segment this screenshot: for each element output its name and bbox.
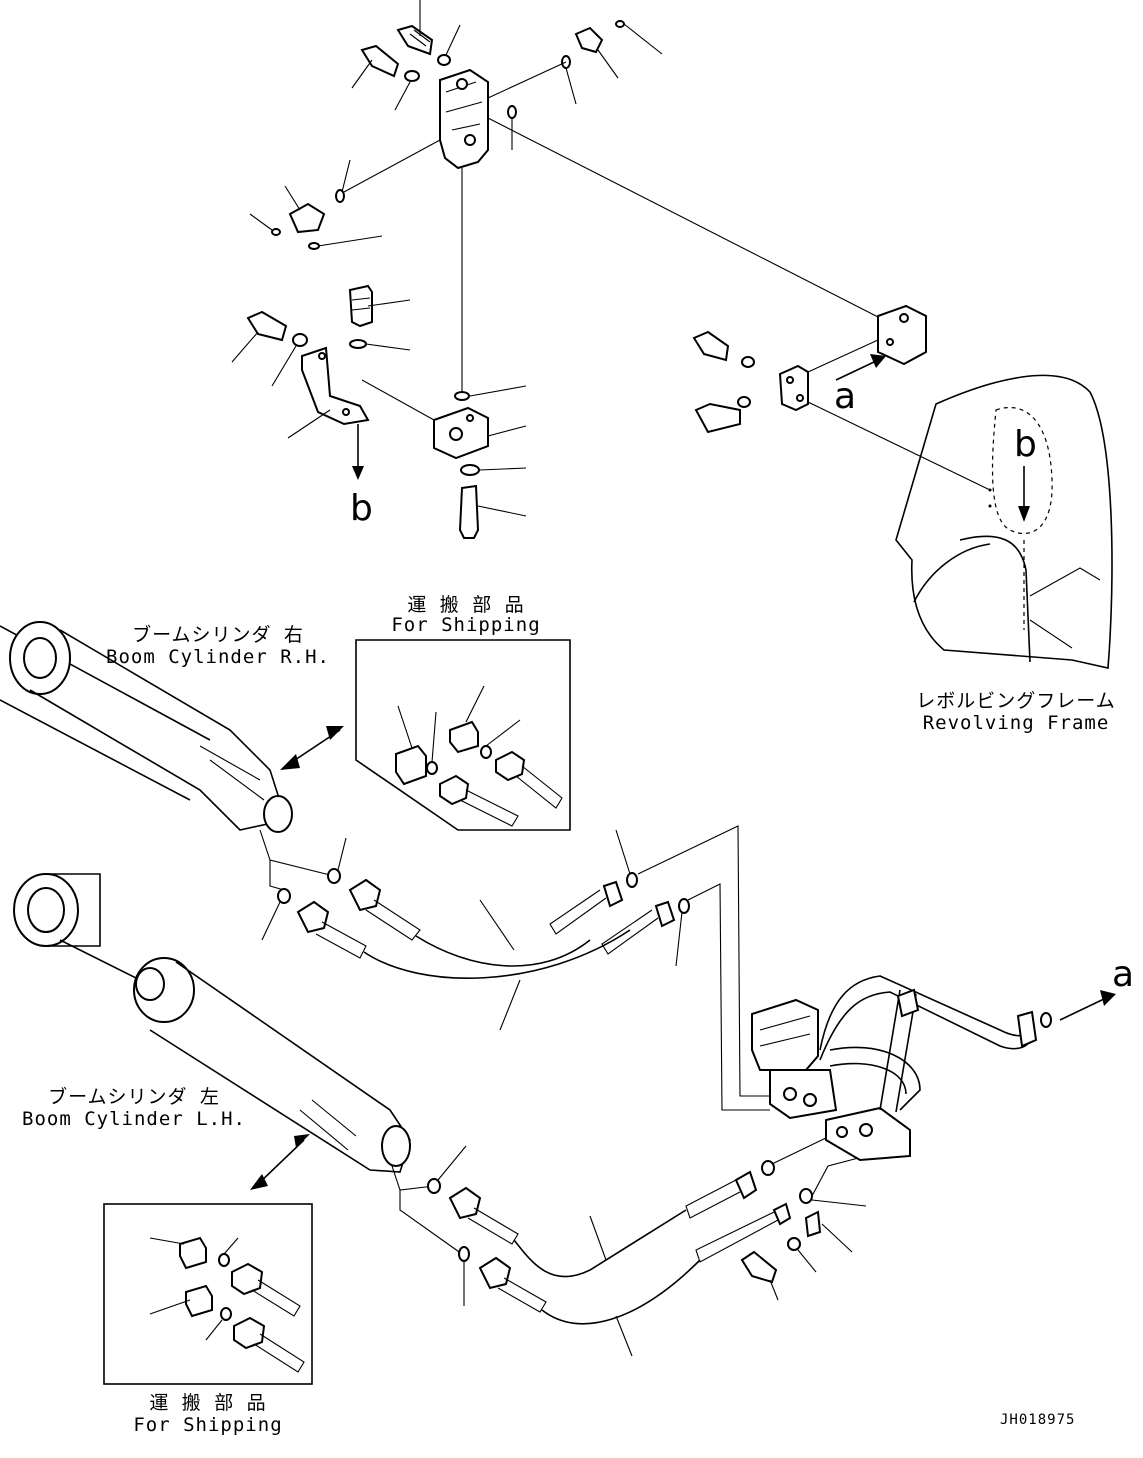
boom-lh-en-label: Boom Cylinder L.H. xyxy=(22,1108,246,1130)
ref-b-label-left: b xyxy=(350,488,373,529)
ref-b-label-frame: b xyxy=(1014,424,1037,465)
drawing-number: JH018975 xyxy=(1000,1412,1076,1428)
right-block-assembly xyxy=(692,304,991,491)
frame-jp-label: レボルビングフレーム xyxy=(916,690,1116,712)
frame-en-label: Revolving Frame xyxy=(922,712,1110,734)
boom-cylinder-rh xyxy=(0,621,344,891)
bracket-block-assembly xyxy=(231,284,527,539)
hoses-lh xyxy=(427,1135,867,1357)
boom-cylinder-lh xyxy=(13,873,463,1255)
shipping-bottom-en-label: For Shipping xyxy=(133,1414,283,1436)
top-valve-assembly xyxy=(249,0,881,392)
revolving-frame xyxy=(895,374,1113,669)
boom-rh-en-label: Boom Cylinder R.H. xyxy=(106,646,330,668)
boom-rh-jp-label: ブームシリンダ 右 xyxy=(132,624,304,646)
shipping-top-jp-label: 運 搬 部 品 xyxy=(407,594,525,616)
hoses-rh xyxy=(261,825,770,1111)
shipping-box-bottom xyxy=(103,1203,313,1385)
shipping-box-top xyxy=(355,639,571,831)
shipping-bottom-jp-label: 運 搬 部 品 xyxy=(149,1392,267,1414)
boom-lh-jp-label: ブームシリンダ 左 xyxy=(48,1086,220,1108)
shipping-top-en-label: For Shipping xyxy=(391,614,541,636)
lower-valve-assembly xyxy=(751,975,1116,1162)
ref-a-label-top: a xyxy=(834,376,857,417)
ref-a-label-right: a xyxy=(1112,954,1135,995)
